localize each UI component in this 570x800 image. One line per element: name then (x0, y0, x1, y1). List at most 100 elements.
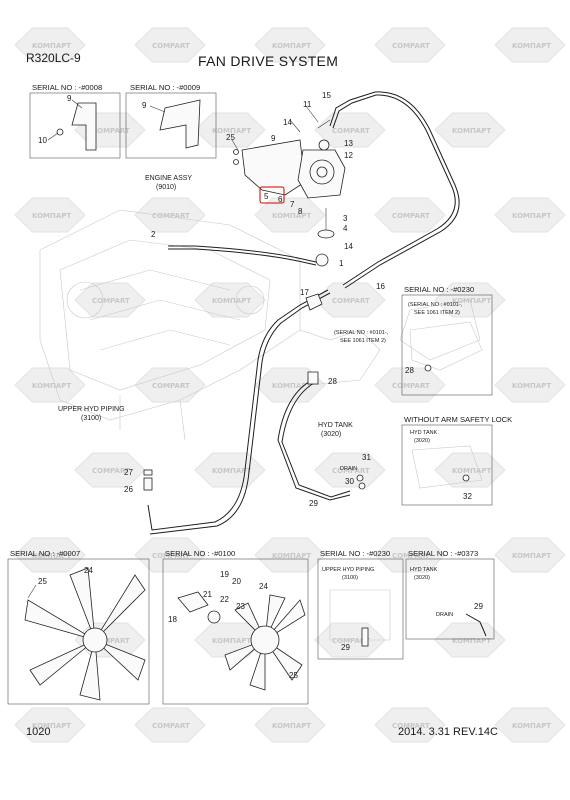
callout-25: 25 (226, 133, 235, 142)
callout-3: 3 (343, 214, 348, 223)
hyd-tank-label: HYD TANK (318, 422, 353, 429)
callout-9: 9 (271, 134, 276, 143)
fan-part (24, 567, 146, 701)
serial-note-line1: (SERIAL NO : #0101-, (334, 330, 389, 336)
svg-text:KOMПAPT: KOMПAPT (512, 552, 551, 560)
inset-serial-0100-frame (162, 558, 309, 705)
svg-text:KOMПAPT: KOMПAPT (512, 382, 551, 390)
callout-23: 23 (236, 602, 245, 611)
hose-part (465, 613, 487, 637)
callout-30: 30 (345, 477, 354, 486)
svg-text:COMPART: COMPART (152, 722, 190, 730)
watermark-layer: KOMПAPT COMPART KOMПAPT COMPART KOMПAPT COMPA… (14, 27, 566, 743)
inset-serial-0100: SERIAL NO : -#0100 19 20 21 22 23 18 24 … (162, 549, 309, 705)
inset-serial-0007-frame (7, 558, 150, 705)
hose-1-left (147, 289, 329, 531)
pump-assembly (231, 105, 346, 267)
inset-sub-ref: (3100) (342, 575, 358, 581)
svg-text:KOMПAPT: KOMПAPT (32, 552, 71, 560)
hose-2 (168, 245, 317, 263)
page-title: FAN DRIVE SYSTEM (198, 53, 338, 69)
bracket-part (159, 99, 201, 149)
svg-text:COMPART: COMPART (332, 637, 370, 645)
drain-label: DRAIN (340, 466, 357, 472)
svg-text:COMPART: COMPART (392, 722, 430, 730)
inset-sub-label: HYD TANK (410, 567, 438, 573)
callout-26: 26 (124, 485, 133, 494)
engine-ghost-outline (39, 209, 481, 441)
svg-text:COMPART: COMPART (332, 467, 370, 475)
svg-text:KOMПAPT: KOMПAPT (32, 722, 71, 730)
inset-serial-0009-label: SERIAL NO : -#0009 (130, 83, 200, 92)
inset-serial-0230-right-frame (401, 294, 493, 396)
elbow-fitting (315, 253, 329, 267)
callout-15: 15 (322, 91, 331, 100)
inset-sub-label: UPPER HYD PIPING (322, 567, 374, 573)
inset-arm-safety-lock: WITHOUT ARM SAFETY LOCK HYD TANK (3020) … (401, 415, 512, 506)
callout-29: 29 (309, 499, 318, 508)
svg-text:COMPART: COMPART (92, 467, 130, 475)
callout-25: 25 (289, 671, 298, 680)
svg-text:KOMПAPT: KOMПAPT (212, 127, 251, 135)
callout-29: 29 (341, 643, 350, 652)
svg-text:KOMПAPT: KOMПAPT (32, 212, 71, 220)
callout-14: 14 (283, 118, 292, 127)
svg-text:KOMПAPT: KOMПAPT (272, 382, 311, 390)
page-number: 1020 (26, 726, 50, 738)
inset-serial-0230-right: SERIAL NO : -#0230 (SERIAL NO : #0101-, … (401, 285, 493, 396)
callout-29: 29 (474, 602, 483, 611)
callout-14: 14 (344, 242, 353, 251)
callout-9: 9 (142, 101, 147, 110)
inset-serial-0007-label: SERIAL NO : -#0007 (10, 549, 80, 558)
callout-5: 5 (264, 192, 269, 201)
fitting-part (424, 364, 432, 372)
inset-serial-0373: SERIAL NO : -#0373 HYD TANK (3020) DRAIN… (405, 549, 495, 640)
callout-32: 32 (463, 492, 472, 501)
svg-text:KOMПAPT: KOMПAPT (272, 552, 311, 560)
svg-text:KOMПAPT: KOMПAPT (272, 42, 311, 50)
svg-text:KOMПAPT: KOMПAPT (452, 127, 491, 135)
inset-serial-0009: SERIAL NO : -#0009 9 (125, 83, 217, 159)
callout-9: 9 (67, 94, 72, 103)
fitting-17 (305, 293, 323, 311)
inset-serial-0230-bottom-frame (317, 558, 404, 660)
svg-text:KOMПAPT: KOMПAPT (452, 637, 491, 645)
callout-10: 10 (38, 136, 47, 145)
inset-arm-safety-sub: HYD TANK (410, 430, 438, 436)
svg-text:COMPART: COMPART (392, 212, 430, 220)
svg-text:COMPART: COMPART (92, 127, 130, 135)
svg-text:COMPART: COMPART (392, 552, 430, 560)
upper-hyd-piping-label: UPPER HYD PIPING (58, 406, 125, 413)
model-label: R320LC-9 (26, 51, 81, 65)
inset-note-line2: SEE 1061 ITEM 2) (414, 310, 460, 316)
callout-6: 6 (278, 195, 283, 204)
main-callouts: 15 11 14 13 25 9 12 5 6 7 8 3 4 2 14 1 1… (124, 91, 385, 508)
svg-text:KOMПAPT: KOMПAPT (212, 637, 251, 645)
callout-22: 22 (220, 595, 229, 604)
engine-assy-ref: (9010) (156, 184, 176, 191)
revision-label: 2014. 3.31 REV.14C (398, 726, 498, 738)
callout-21: 21 (203, 590, 212, 599)
svg-text:COMPART: COMPART (392, 382, 430, 390)
fan-part (224, 594, 306, 691)
inset-serial-0373-frame (405, 558, 495, 640)
hose-routing (143, 91, 460, 535)
callout-16: 16 (376, 282, 385, 291)
callout-1: 1 (339, 259, 344, 268)
pump-bracket (241, 139, 306, 196)
inset-arm-safety-sub-ref: (3020) (414, 438, 430, 444)
svg-text:KOMПAPT: KOMПAPT (32, 382, 71, 390)
callout-17: 17 (300, 288, 309, 297)
svg-text:COMPART: COMPART (92, 297, 130, 305)
inset-serial-0008: SERIAL NO : -#0008 9 10 (29, 83, 121, 159)
callout-27: 27 (124, 468, 133, 477)
fitting-27 (143, 477, 153, 491)
inset-note-line1: (SERIAL NO : #0101-, (408, 302, 463, 308)
serial-note-line2: SEE 1061 ITEM 2) (340, 338, 386, 344)
callout-11: 11 (303, 100, 312, 109)
highlight-box (259, 186, 285, 204)
callout-2: 2 (151, 230, 156, 239)
upper-hyd-piping-ref: (3100) (81, 415, 101, 422)
callout-20: 20 (232, 577, 241, 586)
